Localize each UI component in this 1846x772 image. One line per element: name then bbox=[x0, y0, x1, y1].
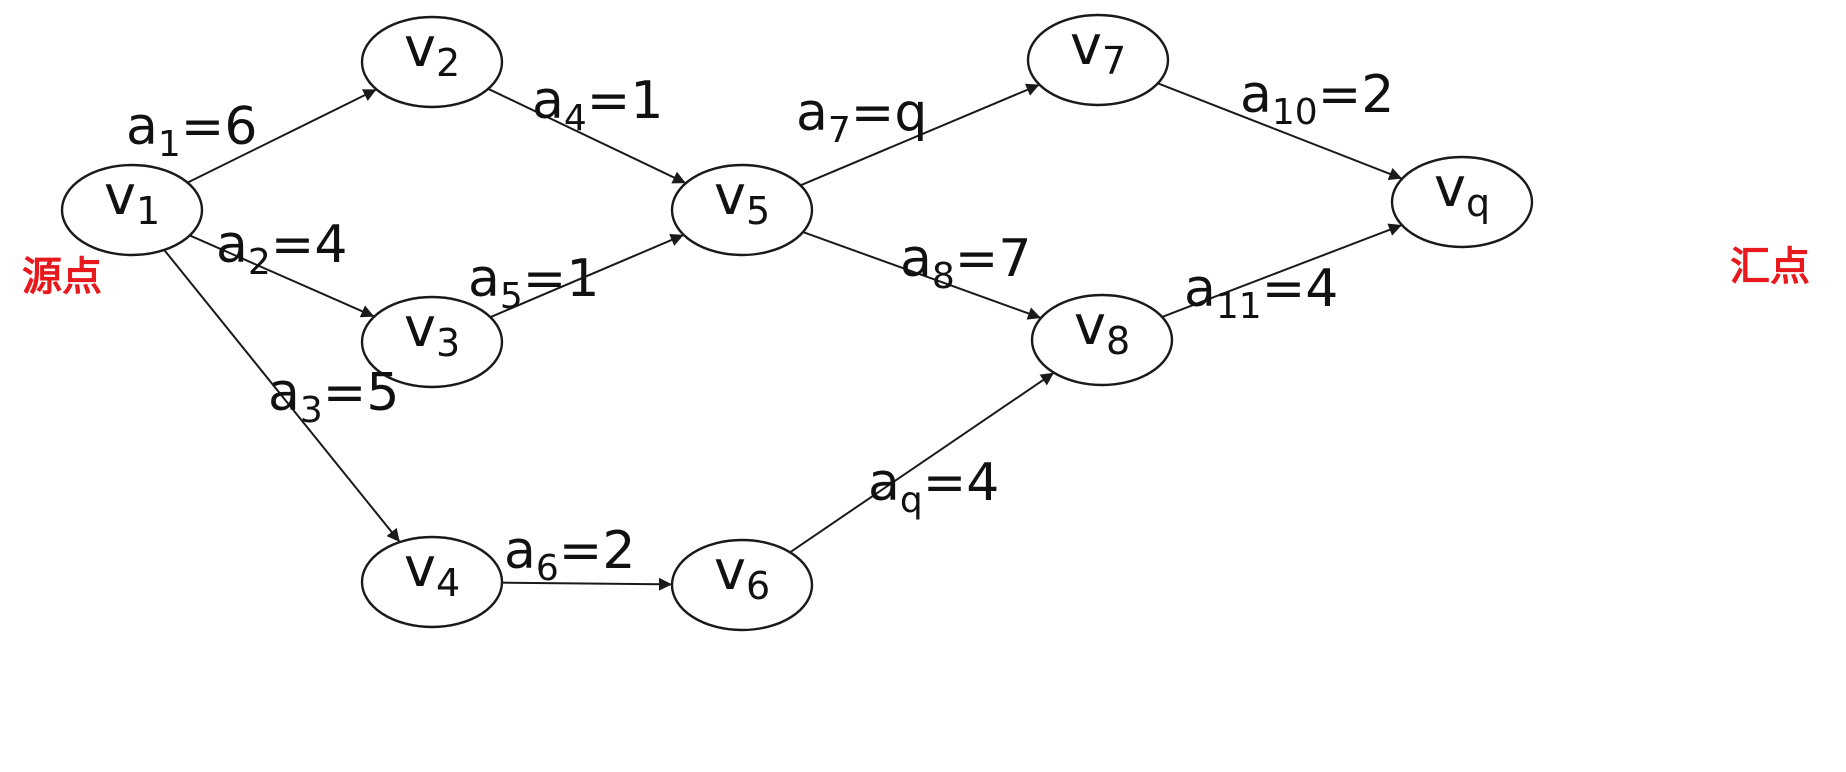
node-ellipse-v1 bbox=[60, 163, 204, 257]
node-ellipse-v2 bbox=[360, 15, 504, 109]
node-label-v5: v5 bbox=[714, 164, 770, 233]
node-label-v2: v2 bbox=[404, 16, 460, 85]
node-v3: v3 bbox=[360, 295, 504, 389]
node-v7: v7 bbox=[1026, 13, 1170, 107]
edge-arrow-a4 bbox=[487, 87, 687, 185]
edge-arrow-a6 bbox=[501, 577, 673, 591]
edge-arrow-a11 bbox=[1161, 223, 1403, 318]
edge-label-a11: a11=4 bbox=[1184, 259, 1338, 327]
edge-label-a8: a8=7 bbox=[900, 229, 1031, 297]
edge-label-a10: a10=2 bbox=[1240, 65, 1394, 133]
edge-label-a5: a5=1 bbox=[468, 249, 599, 317]
node-ellipse-v7 bbox=[1026, 13, 1170, 107]
edge-arrow-a2 bbox=[189, 234, 375, 318]
node-ellipse-v4 bbox=[360, 535, 504, 629]
edge-label-a7: a7=q bbox=[796, 83, 927, 151]
edge-arrow-a9 bbox=[789, 371, 1055, 554]
node-v9: vq bbox=[1390, 155, 1534, 249]
node-ellipse-v5 bbox=[670, 163, 814, 257]
edge-arrow-a8 bbox=[802, 231, 1042, 320]
node-label-v7: v7 bbox=[1070, 14, 1126, 83]
edge-arrow-a1 bbox=[187, 88, 377, 184]
edge-label-a3: a3=5 bbox=[268, 363, 399, 431]
node-ellipse-v6 bbox=[670, 538, 814, 632]
edge-label-a2: a2=4 bbox=[216, 215, 347, 283]
edge-label-a9: aq=4 bbox=[868, 453, 999, 521]
node-ellipse-v3 bbox=[360, 295, 504, 389]
node-label-v1: v1 bbox=[104, 164, 160, 233]
node-ellipse-v9 bbox=[1390, 155, 1534, 249]
edge-arrow-a5 bbox=[489, 233, 685, 319]
node-v2: v2 bbox=[360, 15, 504, 109]
sink-label: 汇点 bbox=[1730, 244, 1810, 290]
node-v6: v6 bbox=[670, 538, 814, 632]
source-label: 源点 bbox=[22, 254, 102, 300]
edge-label-a6: a6=2 bbox=[504, 521, 635, 589]
node-label-v8: v8 bbox=[1074, 294, 1130, 363]
edge-label-a1: a1=6 bbox=[126, 97, 257, 165]
node-v1: v1 bbox=[60, 163, 204, 257]
node-v5: v5 bbox=[670, 163, 814, 257]
node-ellipse-v8 bbox=[1030, 293, 1174, 387]
edge-labels: a1=6 a2=4 a3=5 a4=1 a5=1 a6=2 a7=q a8=7 aq=4 a10=… bbox=[126, 65, 1394, 589]
node-v4: v4 bbox=[360, 535, 504, 629]
edge-label-a4: a4=1 bbox=[532, 71, 663, 139]
edge-arrow-a7 bbox=[800, 83, 1040, 187]
node-label-v3: v3 bbox=[404, 296, 460, 365]
node-label-v4: v4 bbox=[404, 536, 460, 605]
node-v8: v8 bbox=[1030, 293, 1174, 387]
edges bbox=[163, 82, 1403, 591]
node-label-v6: v6 bbox=[714, 539, 770, 608]
edge-arrow-a10 bbox=[1157, 82, 1403, 180]
nodes: v1 v2 v3 v4 v5 v6 v7 v8 vq bbox=[60, 13, 1534, 632]
edge-arrow-a3 bbox=[163, 249, 401, 543]
node-label-v9: vq bbox=[1434, 156, 1490, 225]
